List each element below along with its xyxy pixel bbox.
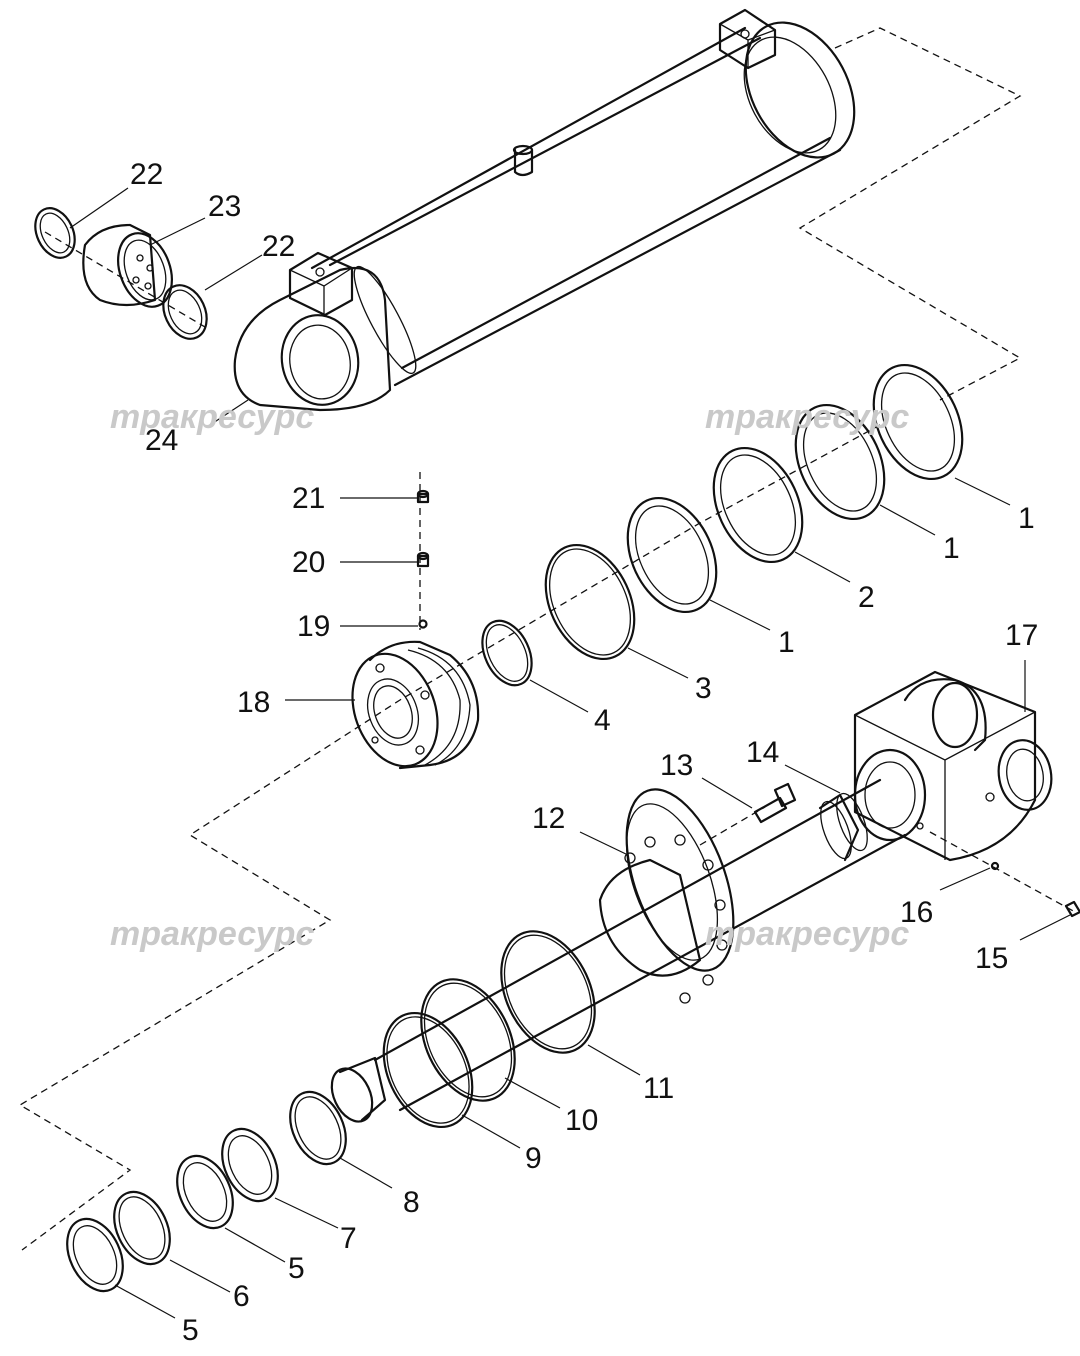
bushing-and-snap-rings [34, 207, 208, 340]
callout-1: 1 [943, 532, 960, 565]
piston [351, 640, 480, 770]
callout-19: 19 [297, 610, 330, 643]
rod-seal-rings [66, 930, 596, 1293]
callout-23: 23 [208, 190, 241, 223]
callout-15: 15 [975, 942, 1008, 975]
callout-5: 5 [288, 1252, 305, 1285]
callout-2: 2 [858, 581, 875, 614]
rod-clevis [853, 670, 1053, 862]
watermark-bottom-right: трaкресурс [705, 915, 909, 953]
watermark-top-left: трaкресурс [110, 398, 314, 436]
callout-20: 20 [292, 546, 325, 579]
callout-1: 1 [778, 626, 795, 659]
callout-11: 11 [643, 1072, 674, 1105]
callout-12: 12 [532, 802, 565, 835]
callout-16: 16 [900, 896, 933, 929]
callout-13: 13 [660, 749, 693, 782]
callout-14: 14 [746, 736, 779, 769]
callout-1: 1 [1018, 502, 1035, 535]
cylinder-barrel [233, 8, 856, 412]
callout-10: 10 [565, 1104, 598, 1137]
assembly-path-lines [18, 27, 1076, 1251]
callout-22: 22 [262, 230, 295, 263]
set-screws [416, 489, 430, 629]
callout-22: 22 [130, 158, 163, 191]
piston-seal-rings [481, 363, 964, 687]
leader-lines [69, 187, 1071, 1319]
callout-9: 9 [525, 1142, 542, 1175]
callout-3: 3 [695, 672, 712, 705]
callout-4: 4 [594, 704, 611, 737]
watermark-top-right: трaкресурс [705, 398, 909, 436]
callout-5: 5 [182, 1314, 199, 1347]
callout-6: 6 [233, 1280, 250, 1313]
watermarks: трaкресурс трaкресурс трaкресурс трaкрес… [110, 398, 909, 953]
bolt-and-grease-fittings [753, 782, 1080, 918]
callout-numbers: 1 1 1 2 3 4 5 5 6 7 8 9 10 11 12 13 14 1… [130, 158, 1038, 1347]
callout-7: 7 [340, 1222, 357, 1255]
piston-rod [330, 778, 907, 1123]
watermark-bottom-left: трaкресурс [110, 915, 314, 953]
callout-24: 24 [145, 424, 178, 457]
callout-18: 18 [237, 686, 270, 719]
callout-8: 8 [403, 1186, 420, 1219]
callout-17: 17 [1005, 619, 1038, 652]
callout-21: 21 [292, 482, 325, 515]
